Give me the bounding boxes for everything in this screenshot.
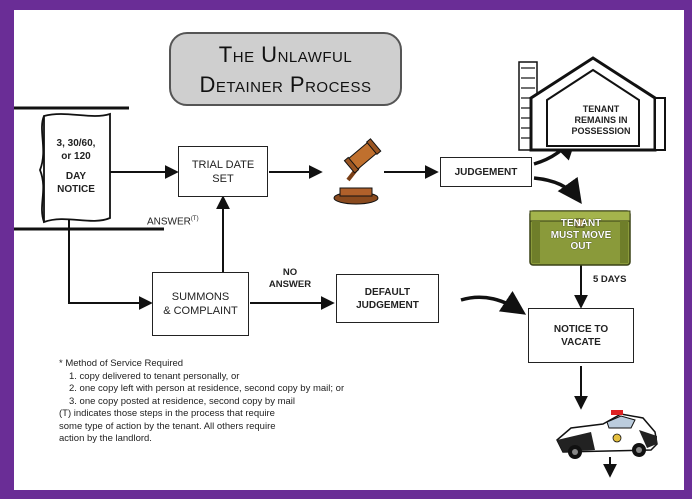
trunk-line-3: OUT bbox=[570, 241, 592, 252]
house-line-3: POSSESSION bbox=[571, 126, 631, 136]
default-line-2: JUDGEMENT bbox=[356, 299, 419, 311]
notice-line-2: or 120 bbox=[61, 151, 91, 162]
footnote-t-note-3: action by the landlord. bbox=[59, 433, 152, 444]
footnote-t-note-1: (T) indicates those steps in the process… bbox=[59, 408, 275, 419]
no-answer-line-2: ANSWER bbox=[268, 279, 312, 290]
notice-to-vacate-box: NOTICE TO VACATE bbox=[528, 308, 634, 363]
diagram-canvas: The Unlawful Detainer Process 3, 30/60, … bbox=[14, 10, 684, 490]
house-line-2: REMAINS IN bbox=[574, 115, 628, 125]
vacate-line-1: NOTICE TO bbox=[553, 323, 609, 335]
notice-scroll-shape bbox=[39, 112, 111, 224]
five-days-label: 5 DAYS bbox=[593, 274, 627, 285]
notice-line-4: NOTICE bbox=[57, 184, 95, 195]
connector-lines bbox=[14, 106, 617, 478]
house-label: TENANT REMAINS IN POSSESSION bbox=[567, 104, 635, 137]
trunk-line-2: MUST MOVE bbox=[550, 229, 612, 241]
answer-sup: (T) bbox=[190, 216, 199, 222]
footnote-heading: * Method of Service Required bbox=[59, 358, 184, 369]
footnote-t-note-2: some type of action by the tenant. All o… bbox=[59, 420, 276, 432]
notice-text: 3, 30/60, or 120 DAY NOTICE bbox=[42, 137, 110, 196]
footnote-item-1: 1. copy delivered to tenant personally, … bbox=[69, 370, 240, 382]
summons-line-2: & COMPLAINT bbox=[163, 305, 238, 317]
vacate-line-2: VACATE bbox=[561, 336, 601, 348]
summons-complaint-box: SUMMONS & COMPLAINT bbox=[152, 272, 249, 336]
notice-line-3: DAY bbox=[65, 171, 87, 182]
house-icon bbox=[518, 56, 666, 152]
summons-line-1: SUMMONS bbox=[171, 291, 230, 303]
gavel-icon bbox=[333, 138, 382, 205]
house-line-1: TENANT bbox=[582, 104, 620, 114]
footnotes: * Method of Service Required 1. copy del… bbox=[59, 358, 344, 446]
title-line-1: The Unlawful bbox=[218, 42, 353, 67]
judgement-box: JUDGEMENT bbox=[440, 157, 532, 187]
title-box: The Unlawful Detainer Process bbox=[169, 32, 402, 106]
footnote-item-2: 2. one copy left with person at residenc… bbox=[69, 383, 345, 394]
trunk-icon bbox=[529, 210, 631, 266]
default-judgement-box: DEFAULT JUDGEMENT bbox=[336, 274, 439, 323]
police-car-icon bbox=[556, 410, 658, 459]
trunk-line-1: TENANT bbox=[560, 218, 602, 229]
trial-line-1: TRIAL DATE bbox=[191, 158, 255, 171]
judgement-text: JUDGEMENT bbox=[454, 166, 518, 178]
no-answer-line-1: NO bbox=[282, 267, 298, 278]
default-line-1: DEFAULT bbox=[364, 286, 411, 298]
trunk-label: TENANT MUST MOVE OUT bbox=[536, 218, 626, 253]
trial-line-2: SET bbox=[212, 172, 234, 185]
footnote-item-3: 3. one copy posted at residence, second … bbox=[69, 395, 296, 407]
answer-text: ANSWER bbox=[147, 216, 191, 228]
title-line-2: Detainer Process bbox=[199, 72, 372, 97]
no-answer-label: NO ANSWER bbox=[265, 267, 315, 291]
notice-line-1: 3, 30/60, bbox=[56, 138, 96, 149]
trial-date-box: TRIAL DATE SET bbox=[178, 146, 268, 197]
answer-label: ANSWER(T) bbox=[147, 216, 199, 227]
